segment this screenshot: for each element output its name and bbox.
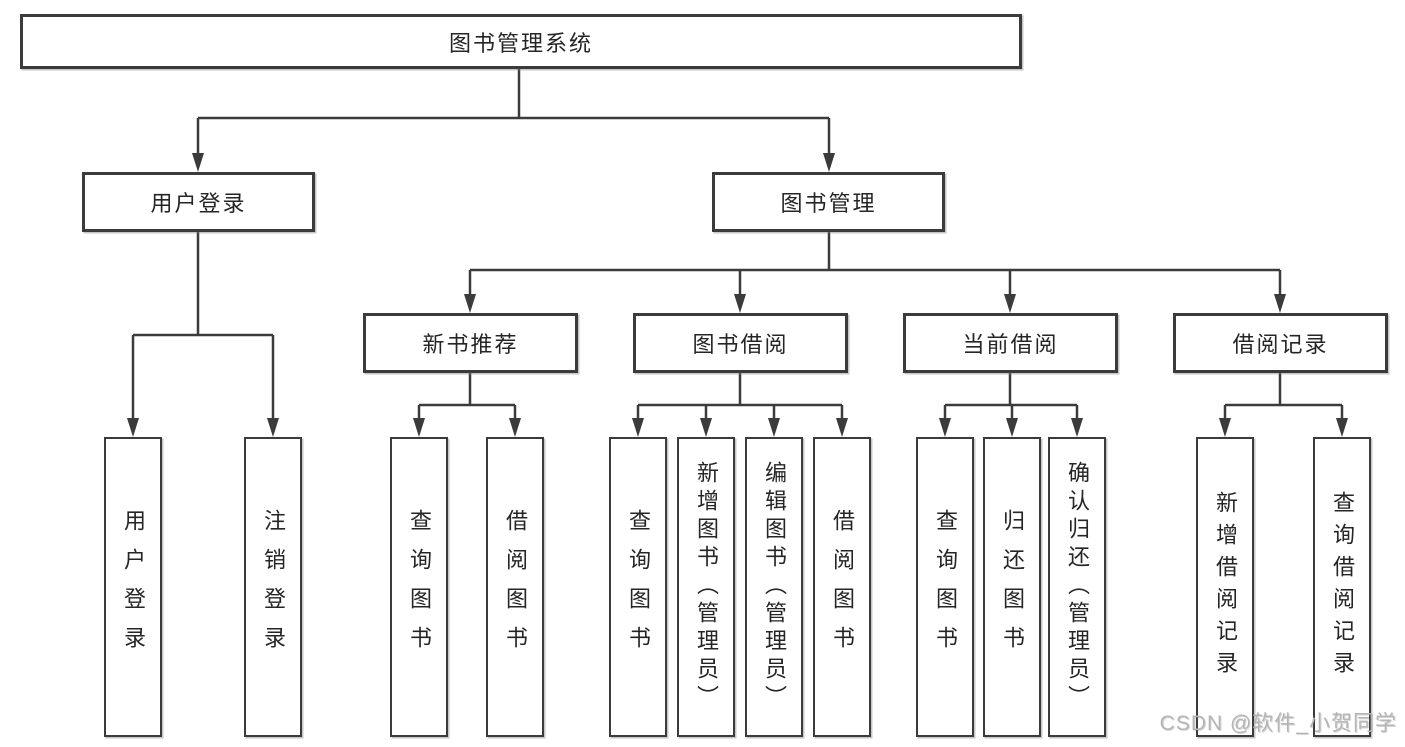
node-leaf-confirm-return-admin: 确认归还（管理员） [1048, 437, 1106, 737]
node-label: 用户登录 [121, 509, 146, 665]
node-label: 查询图书 [626, 509, 651, 665]
node-leaf-query-books-1: 查询图书 [390, 437, 448, 737]
node-label: 图书借阅 [692, 332, 789, 357]
node-label: 归还图书 [1000, 509, 1025, 665]
node-leaf-borrow-books-1: 借阅图书 [486, 437, 544, 737]
node-leaf-query-borrow-record: 查询借阅记录 [1313, 437, 1371, 737]
node-leaf-add-book-admin: 新增图书（管理员） [677, 437, 735, 737]
node-label: 借阅记录 [1232, 332, 1329, 357]
node-current-borrow: 当前借阅 [903, 313, 1118, 373]
node-label: 借阅图书 [503, 509, 528, 665]
node-book-borrow: 图书借阅 [633, 313, 848, 373]
node-leaf-logout: 注销登录 [244, 437, 302, 737]
node-label: 确认归还（管理员） [1065, 461, 1090, 713]
node-label: 新增图书（管理员） [694, 461, 719, 713]
node-label: 查询借阅记录 [1330, 491, 1355, 683]
node-borrow-records: 借阅记录 [1173, 313, 1388, 373]
node-label: 用户登录 [150, 191, 247, 216]
node-label: 当前借阅 [962, 332, 1059, 357]
node-leaf-user-login: 用户登录 [104, 437, 162, 737]
node-label: 查询图书 [407, 509, 432, 665]
node-leaf-return-books: 归还图书 [983, 437, 1041, 737]
arrowheads [127, 153, 1348, 437]
node-root-system: 图书管理系统 [20, 14, 1022, 69]
node-label: 借阅图书 [830, 509, 855, 665]
node-label: 注销登录 [261, 509, 286, 665]
node-user-login: 用户登录 [82, 172, 315, 232]
node-leaf-add-borrow-record: 新增借阅记录 [1196, 437, 1254, 737]
node-leaf-borrow-books-2: 借阅图书 [813, 437, 871, 737]
node-label: 新书推荐 [422, 332, 519, 357]
node-leaf-query-books-2: 查询图书 [609, 437, 667, 737]
node-book-management: 图书管理 [712, 172, 945, 232]
node-label: 新增借阅记录 [1213, 491, 1238, 683]
node-new-book-recommend: 新书推荐 [363, 313, 578, 373]
node-label: 图书管理系统 [448, 30, 593, 56]
node-leaf-edit-book-admin: 编辑图书（管理员） [745, 437, 803, 737]
node-label: 编辑图书（管理员） [762, 461, 787, 713]
node-label: 查询图书 [933, 509, 958, 665]
node-label: 图书管理 [780, 191, 877, 216]
node-leaf-query-books-3: 查询图书 [916, 437, 974, 737]
